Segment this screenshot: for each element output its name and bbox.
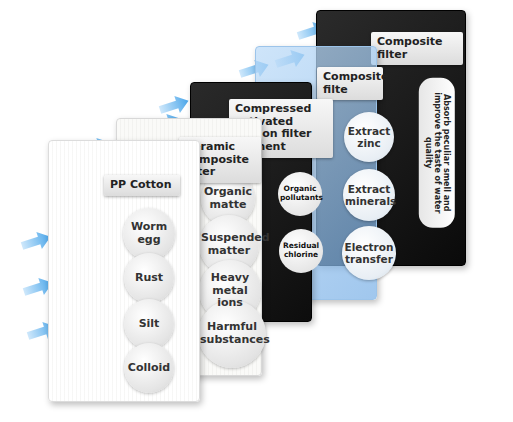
filter-layer: PP CottonWorm eggRustSiltColloid bbox=[48, 140, 200, 402]
item-circle: Residual chlorine bbox=[279, 229, 323, 273]
item-circle: Extract zinc bbox=[344, 112, 394, 162]
layer-title: Composite filter bbox=[371, 32, 463, 65]
item-label: Harmful substances bbox=[200, 321, 264, 346]
item-label: Extract minerals bbox=[345, 183, 393, 207]
item-circle: Electron transfer bbox=[342, 226, 396, 280]
item-label: Heavy metal ions bbox=[201, 272, 259, 310]
item-label: Worm egg bbox=[125, 221, 173, 246]
item-label: Silt bbox=[126, 318, 172, 331]
layer-title: PP Cotton bbox=[104, 175, 180, 196]
item-label: Organic matte bbox=[203, 186, 253, 211]
item-label: Suspended matter bbox=[201, 232, 257, 257]
item-circle: Rust bbox=[124, 253, 174, 303]
item-label: Colloid bbox=[126, 362, 172, 375]
description-pill: Absorb peculiar smell and improve the ta… bbox=[419, 78, 455, 228]
item-circle: Harmful substances bbox=[198, 300, 266, 368]
item-label: Residual chlorine bbox=[281, 242, 321, 259]
item-label: Rust bbox=[126, 272, 172, 285]
item-label: Organic pollutants bbox=[280, 185, 320, 202]
item-circle: Extract minerals bbox=[343, 169, 395, 221]
item-circle: Silt bbox=[124, 299, 174, 349]
item-label: Extract zinc bbox=[346, 125, 392, 149]
layer-title: Composite filte bbox=[317, 67, 383, 100]
item-circle: Organic pollutants bbox=[278, 172, 322, 216]
pill-text: Absorb peculiar smell and improve the ta… bbox=[423, 85, 451, 221]
item-label: Electron transfer bbox=[344, 241, 394, 265]
item-circle: Colloid bbox=[124, 343, 174, 393]
